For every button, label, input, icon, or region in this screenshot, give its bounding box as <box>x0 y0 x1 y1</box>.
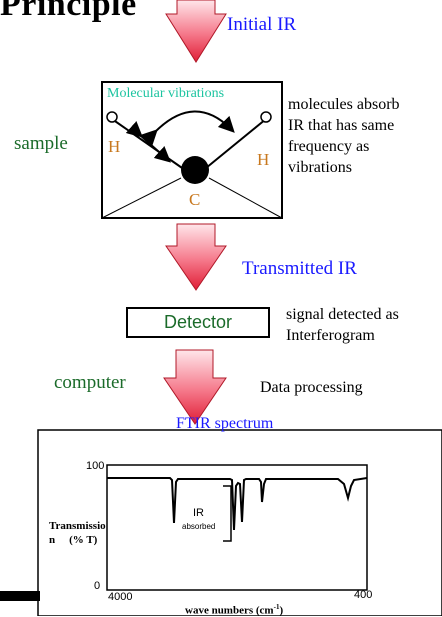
initial-ir-label: Initial IR <box>227 14 297 35</box>
ftir-spectrum-label: FTIR spectrum <box>176 415 274 432</box>
absorb-note-line: vibrations <box>288 159 352 176</box>
absorb-note-line: IR that has same <box>288 117 395 134</box>
absorb-note-line: molecules absorb <box>288 96 400 113</box>
spectrum-ylabel-line: Transmissio <box>49 520 106 532</box>
stretching-vibration-arrow <box>125 121 171 163</box>
base-line-right <box>208 177 283 219</box>
spectrum-xlabel-superscript: -1 <box>273 603 280 611</box>
absorb-note-line: frequency as <box>288 138 370 155</box>
spectrum-ylabel: Transmissio n (% T) <box>49 519 106 547</box>
absorb-note: molecules absorb IR that has same freque… <box>288 94 400 178</box>
transmitted-ir-label: Transmitted IR <box>242 258 357 279</box>
transmitted-ir-arrow <box>165 223 227 291</box>
computer-label: computer <box>54 372 126 393</box>
ir-absorbed-sublabel: absorbed <box>182 522 216 531</box>
base-line-left <box>101 177 182 219</box>
footer-bar <box>0 591 40 601</box>
hydrogen-right-label: H <box>257 150 270 169</box>
spectrum-xlabel-text: wave numbers (cm <box>185 604 274 617</box>
data-processing-label: Data processing <box>260 379 363 396</box>
hydrogen-left-label: H <box>108 137 121 156</box>
signal-note-line: signal detected as <box>286 306 399 323</box>
y-tick-100: 100 <box>86 460 105 472</box>
x-tick-400: 400 <box>354 589 373 601</box>
initial-ir-arrow <box>165 0 227 63</box>
hydrogen-left-atom <box>106 111 118 123</box>
ir-absorbed-label: IR <box>193 507 204 519</box>
x-tick-4000: 4000 <box>108 591 133 603</box>
detector-label: Detector <box>163 312 233 332</box>
ir-absorbed-bracket <box>223 485 232 542</box>
hydrogen-right-atom <box>260 111 272 123</box>
spectrum-ylabel-n: n <box>49 534 56 546</box>
y-tick-0: 0 <box>94 580 101 592</box>
signal-note-line: Interferogram <box>286 327 375 344</box>
carbon-label: C <box>189 190 201 209</box>
spectrum-xlabel: wave numbers (cm-1) <box>185 603 283 617</box>
detector-box: Detector <box>126 307 270 338</box>
spectrum-ylabel-line: n (% T) <box>49 533 106 547</box>
signal-note: signal detected as Interferogram <box>286 304 399 346</box>
spectrum-trace <box>107 477 368 531</box>
molecular-vibrations-label: Molecular vibrations <box>107 86 225 101</box>
page-heading: Principle <box>0 0 137 23</box>
computer-arrow <box>163 349 227 425</box>
carbon-atom <box>181 156 209 184</box>
sample-label: sample <box>14 133 68 154</box>
spectrum-ylabel-unit: (% T) <box>69 534 98 546</box>
spectrum-xlabel-suffix: ) <box>279 604 284 617</box>
